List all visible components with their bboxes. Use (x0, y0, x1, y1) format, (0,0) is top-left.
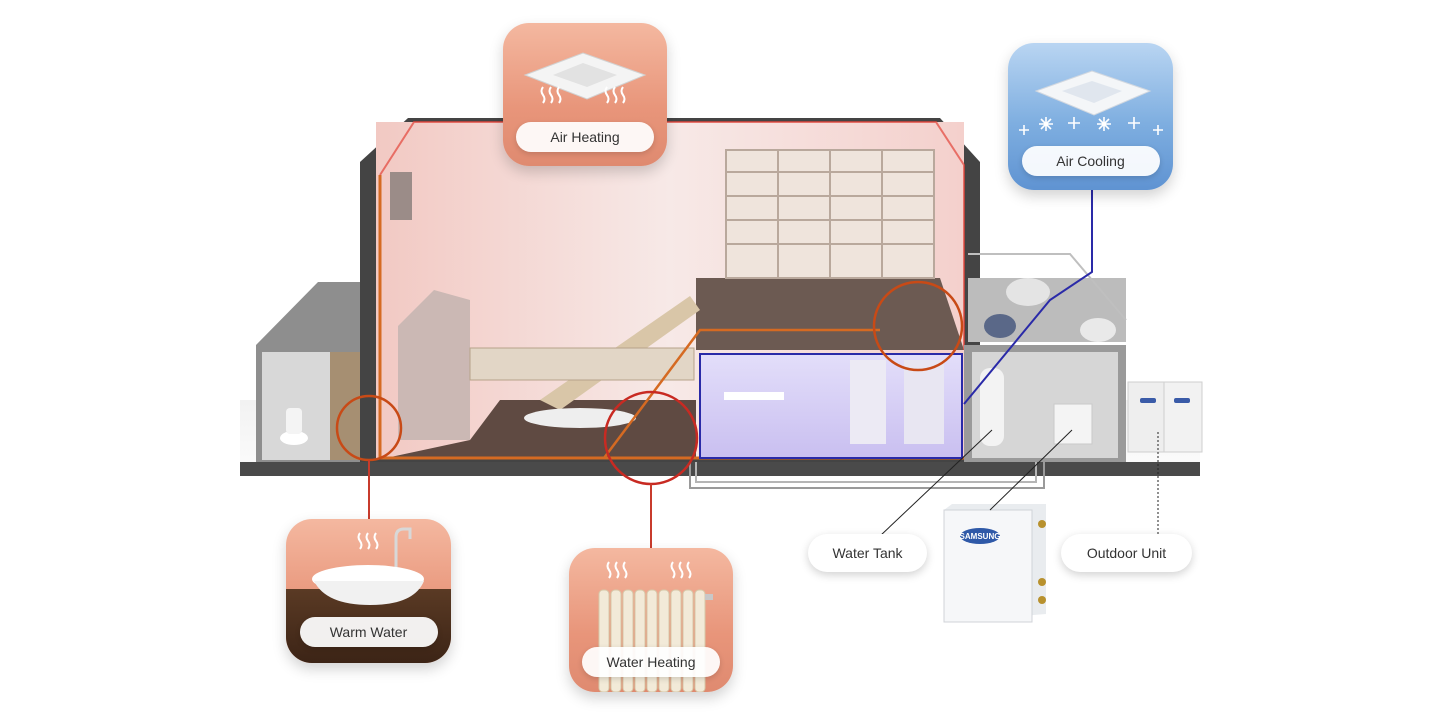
heat-wave-icon (357, 532, 379, 550)
utility-room (689, 253, 1127, 489)
warm-water-card: Warm Water (286, 519, 451, 663)
cooled-office (699, 353, 963, 459)
ceiling-cassette-icon (523, 52, 647, 104)
air-cooling-connector (963, 190, 1093, 405)
water-tank-unit (980, 368, 1004, 446)
air-cooling-card: Air Cooling (1008, 43, 1173, 190)
heat-wave-icon (540, 86, 626, 104)
standalone-outdoor-unit: SAMSUNG (943, 504, 1046, 623)
outdoor-unit-label: Outdoor Unit (1061, 534, 1192, 572)
snowflake-icon (1019, 117, 1163, 135)
outdoor-units-cluster (1127, 381, 1203, 453)
air-heating-card: Air Heating (503, 23, 667, 166)
warm-water-label: Warm Water (299, 617, 438, 647)
water-tank-label: Water Tank (808, 534, 927, 572)
bathroom-annex (256, 282, 378, 462)
air-cooling-label: Air Cooling (1021, 146, 1160, 176)
ceiling-cassette-icon (1019, 70, 1163, 135)
radiator-highlight-circle (872, 280, 964, 372)
samsung-logo: SAMSUNG (960, 532, 1001, 541)
ground-slab (240, 462, 1200, 476)
water-tank-leader (879, 429, 993, 537)
heat-wave-icon (606, 561, 692, 579)
basin-icon (312, 527, 424, 605)
water-heating-card: Water Heating (569, 548, 733, 692)
air-heating-label: Air Heating (516, 122, 654, 152)
water-heating-label: Water Heating (582, 647, 720, 677)
